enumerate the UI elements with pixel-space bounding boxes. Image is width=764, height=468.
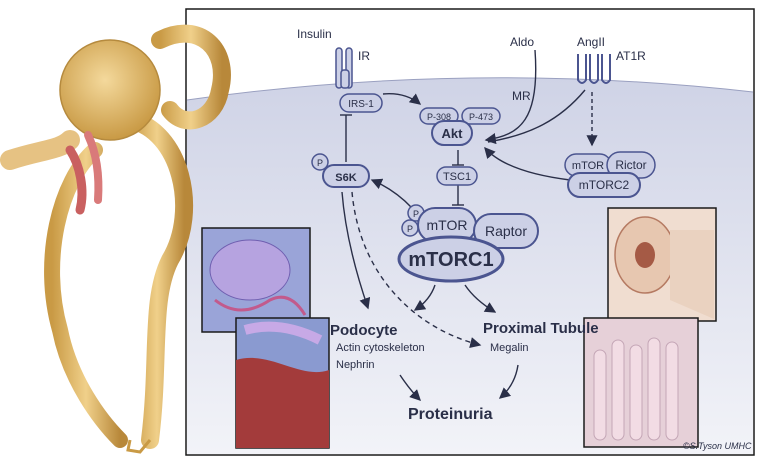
arrow-s6k-to-podocyte (341, 191, 371, 310)
arrow-at1r-to-akt (487, 89, 586, 143)
arrow-mtorc1-to-s6k (370, 178, 413, 209)
akt-node (431, 120, 473, 146)
signature: ©S.Tyson UMHC (683, 441, 752, 451)
rictor-label: Rictor (615, 158, 646, 172)
tsc1-node (436, 166, 478, 186)
mtorc2-label: mTORC2 (579, 178, 630, 192)
nephron-illustration (0, 24, 231, 454)
podocyte-label: Podocyte (330, 322, 398, 339)
irs1-label: IRS-1 (348, 99, 374, 110)
arrow-podocyte-to-proteinuria (399, 374, 421, 401)
tubule-inset-bottom (583, 317, 699, 448)
mtorc1-phospho-label-2: P (407, 224, 413, 234)
angii-label: AngII (577, 35, 605, 49)
tubule-inset-top (607, 207, 717, 322)
mtorc2-mtor-label: mTOR (572, 160, 604, 172)
megalin-label: Megalin (490, 342, 529, 354)
arrow-aldo-to-akt (484, 49, 537, 145)
insulin-label: Insulin (297, 27, 332, 41)
at1r-label: AT1R (616, 49, 646, 63)
arrow-mtorc1-to-tubule (464, 284, 497, 313)
arrow-tubule-to-proteinuria (498, 364, 519, 399)
p473-node (461, 107, 501, 125)
nephrin-label: Nephrin (336, 359, 375, 371)
arrow-mtorc1-to-podocyte (413, 284, 436, 311)
actin-label: Actin cytoskeleton (336, 342, 425, 354)
tsc1-label: TSC1 (443, 171, 471, 183)
s6k-node (311, 153, 370, 188)
arrow-mtorc2-to-akt (484, 146, 571, 181)
cell-membrane (186, 77, 754, 101)
p473-label: P-473 (469, 112, 493, 122)
arrow-s6k-to-megalin (351, 191, 482, 349)
arrow-irs1-to-akt (382, 93, 422, 105)
s6k-label: S6K (335, 172, 356, 184)
irs1-node (339, 93, 383, 113)
mtorc2-complex (564, 151, 656, 198)
ir-label: IR (358, 49, 370, 63)
p308-label: P-308 (427, 112, 451, 122)
mtorc1-mtor-label: mTOR (427, 217, 468, 233)
ir-receptor (335, 47, 353, 89)
mtorc1-complex (397, 204, 539, 283)
mtorc1-label: mTORC1 (408, 249, 493, 271)
at1r-receptor (577, 54, 611, 84)
pathway-arrows (340, 49, 598, 401)
proximal-tubule-label: Proximal Tubule (483, 320, 599, 337)
akt-label: Akt (442, 126, 464, 141)
proteinuria-label: Proteinuria (408, 406, 493, 423)
podocyte-inset-bottom (235, 317, 330, 449)
aldo-label: Aldo (510, 35, 534, 49)
mtorc1-phospho-label-1: P (413, 209, 419, 219)
podocyte-inset-top (201, 227, 311, 333)
s6k-phospho-label: P (317, 158, 323, 168)
mr-label: MR (512, 89, 531, 103)
raptor-label: Raptor (485, 223, 527, 239)
